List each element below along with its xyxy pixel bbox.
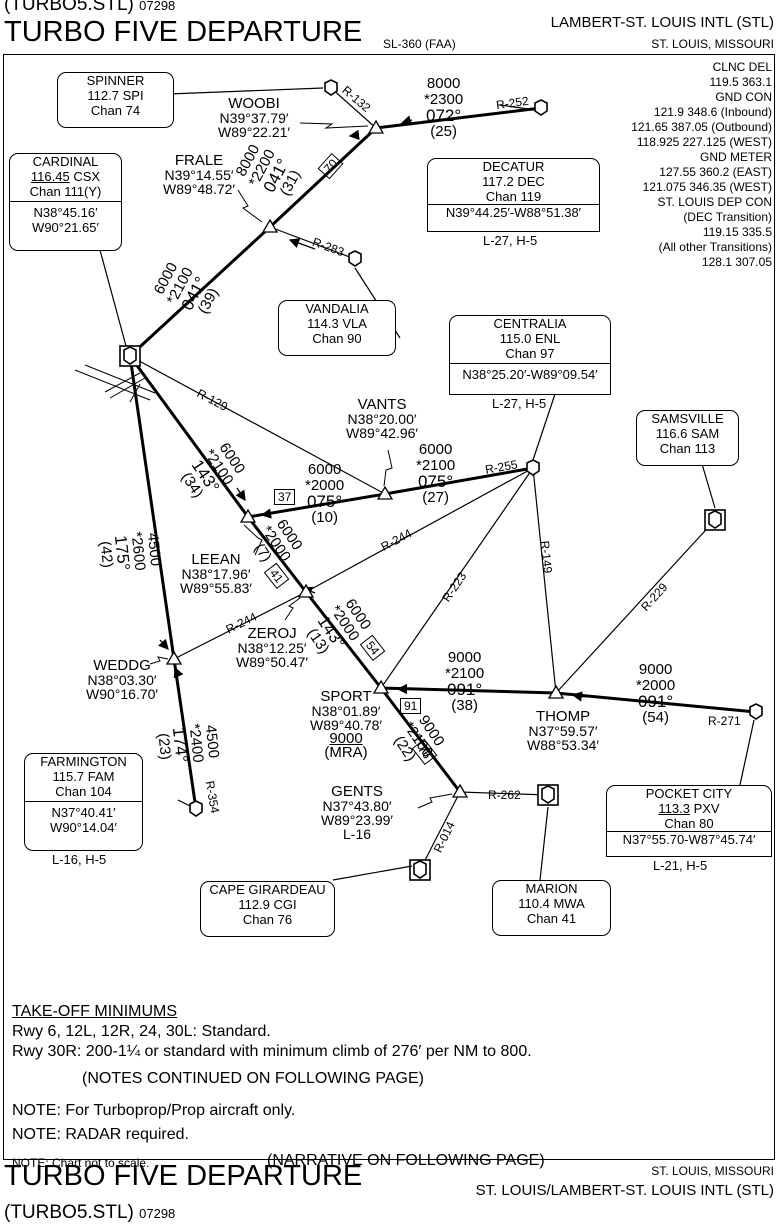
note-not-to-scale: NOTE: Chart not to scale. (12, 1156, 150, 1170)
leg-leean-vants: 6000 *2000 075° (10) (305, 461, 345, 526)
navaid-box-spinner: SPINNER 112.7 SPI Chan 74 (57, 72, 174, 128)
fix-sport: SPORT N38°01.89′ W89°40.78′ 9000 (MRA) (310, 688, 383, 761)
chart-frame (3, 54, 775, 1160)
fix-zeroj: ZEROJ N38°12.25′ W89°50.47′ (236, 625, 309, 670)
mocap-37: 37 (274, 489, 296, 505)
fix-woobi: WOOBI N39°37.79′ W89°22.21′ (218, 95, 291, 140)
fix-gents: GENTS N37°43.80′ W89°23.99′ L-16 (321, 783, 394, 842)
leg-sport-thomp: 9000 *2100 091° (38) (445, 649, 485, 714)
fix-weddg: WEDDG N38°03.30′ W90°16.70′ (86, 657, 159, 702)
leg-csx-weddg: 4500 *2600 175° (42) (96, 530, 165, 572)
procedure-id-top: (TURBO5.STL) 07298 (4, 0, 176, 15)
fix-vants: VANTS N38°20.00′ W89°42.96′ (346, 396, 419, 441)
centralia-charts: L-27, H-5 (492, 396, 547, 411)
navaid-box-farmington: FARMINGTON 115.7 FAM Chan 104 N37°40.41′… (24, 753, 143, 851)
fix-leean: LEEAN N38°17.96′ W89°55.83′ (180, 551, 253, 596)
farmington-charts: L-16, H-5 (52, 852, 107, 867)
mocap-91: 91 (400, 698, 422, 714)
procedure-id-bottom: (TURBO5.STL) 07298 (4, 1202, 176, 1223)
leg-vants-enl: 6000 *2100 075° (27) (416, 441, 456, 506)
navaid-box-pocketcity: POCKET CITY 113.3 PXV Chan 80 N37°55.70-… (606, 785, 772, 857)
takeoff-minimums-heading: TAKE-OFF MINIMUMS (12, 1003, 178, 1020)
navaid-box-marion: MARION 110.4 MWA Chan 41 (492, 880, 611, 936)
city-state: ST. LOUIS, MISSOURI (651, 37, 774, 51)
decatur-charts: L-27, H-5 (483, 233, 538, 248)
navaid-box-cardinal: CARDINAL 116.45 CSX Chan 111(Y) N38°45.1… (9, 153, 122, 251)
sl-number: SL-360 (FAA) (383, 37, 456, 51)
radial-271: R-271 (708, 714, 741, 728)
navaid-box-vandalia: VANDALIA 114.3 VLA Chan 90 (278, 300, 396, 356)
airport-name: LAMBERT-ST. LOUIS INTL (STL) (550, 14, 774, 31)
navaid-box-samsville: SAMSVILLE 116.6 SAM Chan 113 (636, 410, 739, 466)
note-radar: NOTE: RADAR required. (12, 1126, 189, 1143)
chart-title: TURBO FIVE DEPARTURE (4, 16, 363, 48)
frequency-list: CLNC DEL 119.5 363.1 GND CON 121.9 348.6… (631, 60, 772, 269)
radial-262: R-262 (488, 788, 521, 802)
leg-weddg-fam: 4500 *2400 174° (23) (154, 722, 223, 764)
leg-dec: 8000 *2300 072° (25) (424, 75, 464, 140)
navaid-box-capegirardeau: CAPE GIRARDEAU 112.9 CGI Chan 76 (200, 881, 335, 937)
navaid-box-decatur: DECATUR 117.2 DEC Chan 119 N39°44.25′-W8… (427, 158, 600, 232)
pocketcity-charts: L-21, H-5 (653, 858, 708, 873)
takeoff-rwy-30r: Rwy 30R: 200-1¼ or standard with minimum… (12, 1043, 532, 1060)
note-turboprop: NOTE: For Turboprop/Prop aircraft only. (12, 1102, 296, 1119)
navaid-box-centralia: CENTRALIA 115.0 ENL Chan 97 N38°25.20′-W… (449, 315, 611, 395)
leg-thomp-pxv: 9000 *2000 091° (54) (636, 661, 676, 726)
takeoff-rwy-standard: Rwy 6, 12L, 12R, 24, 30L: Standard. (12, 1023, 271, 1040)
footer-city: ST. LOUIS, MISSOURI (651, 1164, 774, 1178)
narrative-note: (NARRATIVE ON FOLLOWING PAGE) (267, 1152, 545, 1169)
fix-frale: FRALE N39°14.55′ W89°48.72′ (163, 152, 236, 197)
footer-title: TURBO FIVE DEPARTURE (4, 1160, 363, 1192)
notes-continued: (NOTES CONTINUED ON FOLLOWING PAGE) (82, 1070, 424, 1087)
footer-airport: ST. LOUIS/LAMBERT-ST. LOUIS INTL (STL) (475, 1182, 774, 1199)
fix-thomp: THOMP N37°59.57′ W88°53.34′ (527, 708, 600, 753)
